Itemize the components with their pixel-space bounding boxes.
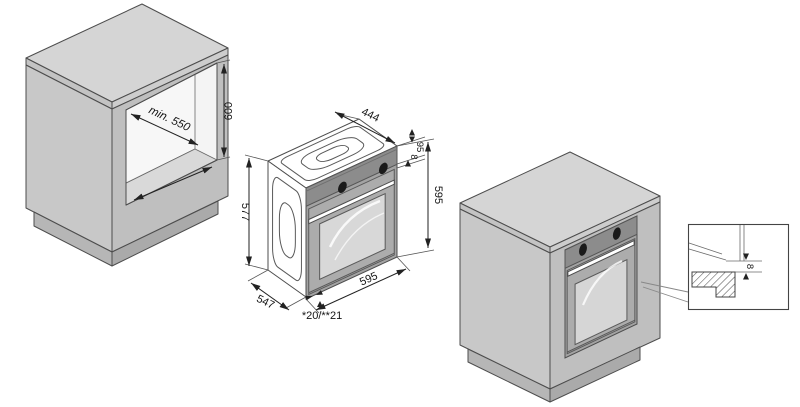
detail-leader-line — [640, 281, 689, 293]
dim-front-height-label: 595 — [432, 186, 444, 204]
detail-gap-label: 8 — [744, 264, 755, 269]
oven2-handle — [568, 241, 634, 277]
dim-panel-height-label: 95 — [414, 142, 425, 153]
detail-leader-line — [642, 286, 689, 303]
dim-body-depth-label: 547 — [254, 293, 276, 312]
arrow-icon — [305, 295, 313, 301]
dim-front-height: 595 — [396, 138, 444, 258]
arrow-down-icon — [409, 136, 415, 143]
dim-niche-height-label: 600 — [223, 102, 235, 120]
cabinet2-plinth-front — [549, 346, 641, 403]
oven2-knob — [612, 227, 621, 240]
oven2-door-window — [575, 260, 627, 345]
dim-body-height: 577 — [239, 154, 269, 271]
oven-handle — [309, 180, 395, 224]
oven-knob — [338, 181, 347, 193]
installed-view — [459, 152, 689, 403]
dim-niche-height: 600 — [216, 59, 235, 161]
detail-box — [687, 223, 790, 311]
niche-width-arrow — [133, 166, 213, 201]
arrow-up-icon — [743, 273, 749, 280]
window-highlight — [581, 259, 623, 306]
hatch-section — [691, 271, 736, 298]
oven-knob — [378, 162, 388, 175]
detail-callout: 8 — [687, 223, 790, 311]
oven-control-panel — [306, 146, 397, 206]
installed-oven-front — [565, 216, 637, 358]
arrow-up-icon — [317, 301, 323, 307]
cabinet-plinth-front — [111, 200, 219, 267]
arrow-up-icon — [405, 160, 411, 167]
window-highlight — [334, 212, 385, 261]
dim-top-gap-label: 8 — [408, 154, 419, 159]
bottom-gap-note-label: *20/**21 — [302, 310, 342, 322]
arrow-icon — [316, 290, 323, 295]
dim-detail-gap: 8 — [743, 253, 755, 280]
arrow-up-icon — [409, 129, 415, 136]
dim-bottom-gap: *20/**21 — [302, 290, 342, 322]
dim-body-height-label: 577 — [239, 203, 251, 221]
window-highlight — [328, 199, 381, 248]
arrow-down-icon — [743, 253, 749, 260]
oven-dimensions-view: 444 95 8 595 577 — [239, 106, 444, 322]
oven-side-emboss — [273, 174, 302, 284]
oven2-knob — [579, 243, 587, 256]
dim-panel-height-and-gap: 95 8 — [396, 129, 426, 169]
dim-front-width: 595 — [305, 256, 411, 314]
cabinet-niche-view: min. 550 600 — [25, 3, 235, 267]
